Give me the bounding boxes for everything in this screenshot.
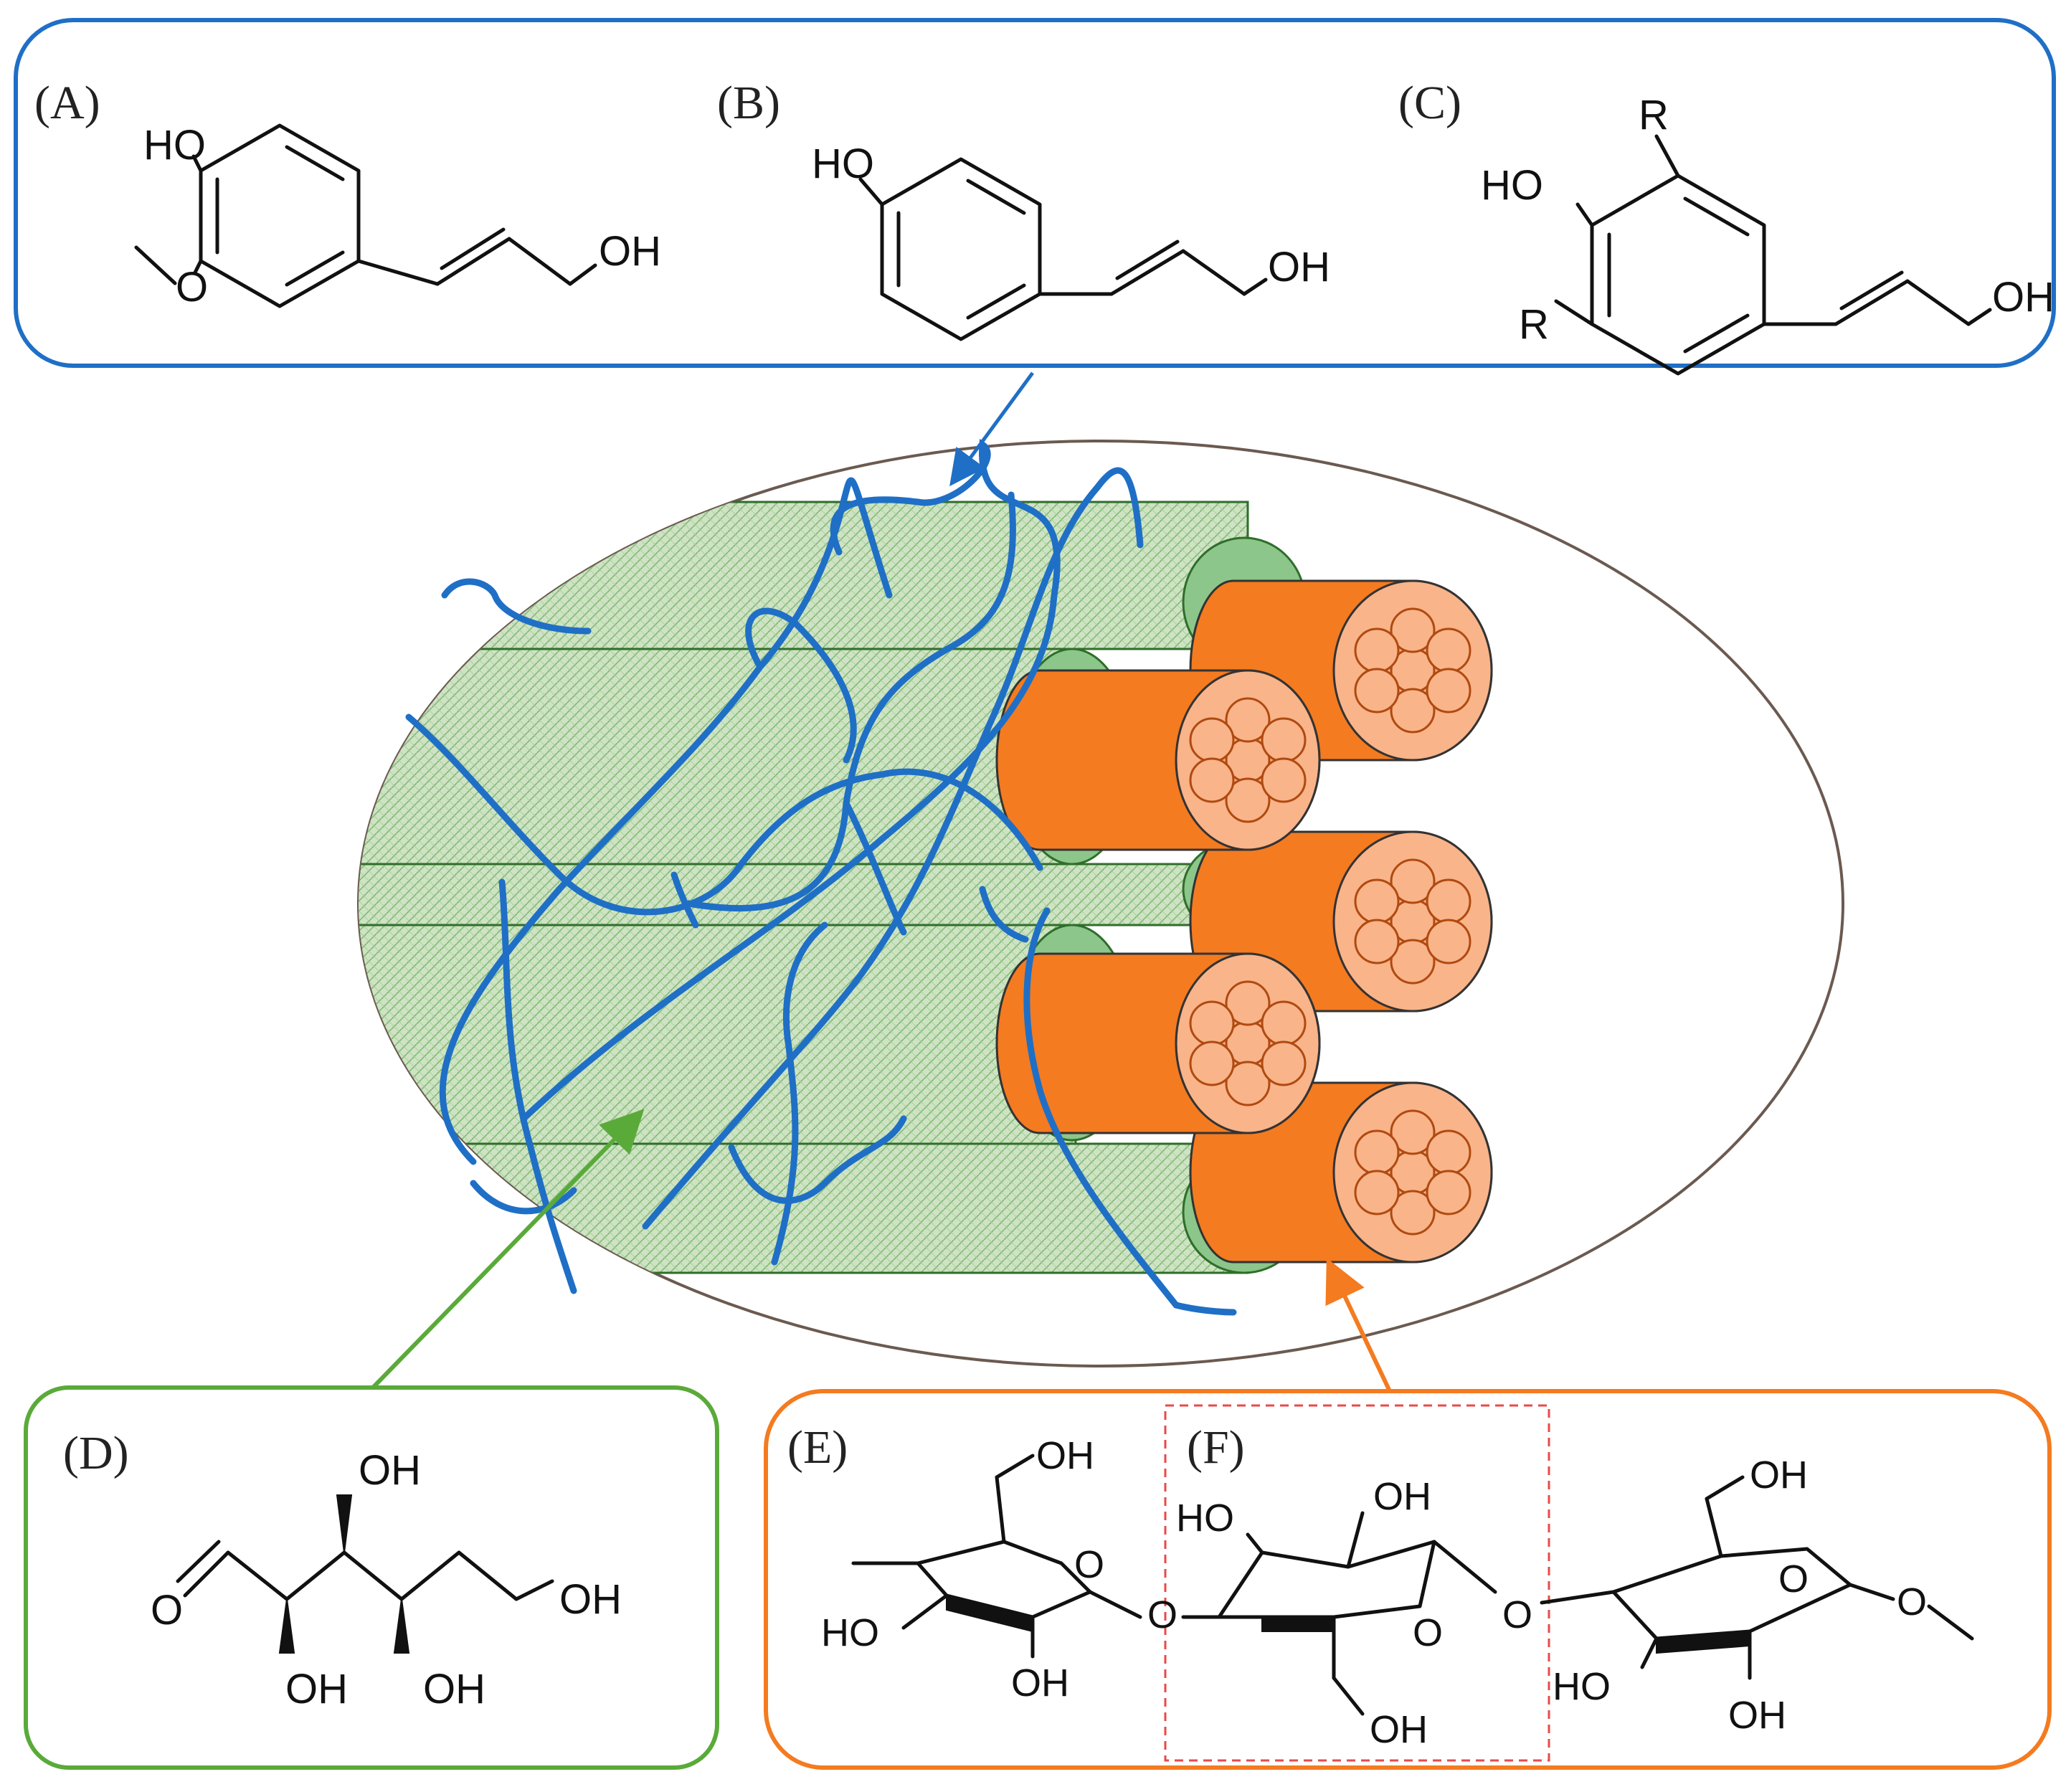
- microfibril-circle: [1426, 878, 1472, 924]
- atom-o-ring: O: [1413, 1611, 1443, 1654]
- panel-label-b: (B): [717, 77, 780, 129]
- microfibril-circle: [1390, 688, 1436, 734]
- atom-oh-top: OH: [1373, 1475, 1431, 1518]
- microfibril-circle: [1354, 1170, 1400, 1215]
- microfibril-circle: [1426, 919, 1472, 964]
- panel-label-d: (D): [63, 1427, 129, 1479]
- microfibril-circle: [1426, 1129, 1472, 1175]
- cellulose-fibrils: [995, 579, 1493, 1264]
- microfibril-circle: [1225, 1061, 1271, 1106]
- microfibril-circle: [1426, 627, 1472, 673]
- cell-wall-schematic: [357, 438, 1844, 1367]
- microfibril-circle: [1225, 777, 1271, 823]
- atom-oh-bottom-left: OH: [285, 1666, 348, 1712]
- hemicellulose-matrix: [359, 501, 1249, 1274]
- atom-o: O: [151, 1587, 183, 1634]
- atom-o-link: O: [1502, 1593, 1532, 1636]
- atom-oh-bottom: OH: [1011, 1661, 1069, 1705]
- repeat-unit-highlight: [1164, 1404, 1550, 1762]
- microfibril-circle: [1390, 607, 1436, 653]
- atom-o-ring: O: [1074, 1543, 1104, 1586]
- atom-oh-top: OH: [1750, 1454, 1808, 1497]
- microfibril-circle: [1390, 1109, 1436, 1155]
- microfibril-circle: [1390, 939, 1436, 985]
- structure-e: (E) OH O HO OH O: [787, 1421, 1177, 1705]
- structure-c: (C) R HO R OH: [1398, 77, 2055, 376]
- atom-ho-left: HO: [1553, 1665, 1611, 1708]
- atom-oh-top: OH: [1036, 1434, 1094, 1477]
- atom-oh: OH: [599, 228, 661, 275]
- microfibril-circle: [1354, 668, 1400, 714]
- microfibril-circle: [1354, 878, 1400, 924]
- atom-o-ring: O: [1778, 1558, 1809, 1601]
- atom-oh: OH: [1992, 274, 2055, 321]
- atom-oh-bottom: OH: [1370, 1708, 1428, 1751]
- hemicellulose-box: [24, 1385, 719, 1770]
- atom-ho: HO: [143, 122, 206, 169]
- panel-label-c: (C): [1398, 77, 1461, 129]
- lignin-box: [14, 18, 2056, 368]
- atom-o-methyl: O: [1897, 1580, 1927, 1623]
- arrow-cellulose: [1325, 1258, 1392, 1393]
- microfibril-circle: [1390, 858, 1436, 904]
- structure-b: (B) HO OH: [717, 77, 1330, 341]
- atom-r-top: R: [1639, 92, 1669, 138]
- atom-oh-top: OH: [359, 1447, 421, 1494]
- microfibril-circle: [1189, 757, 1235, 803]
- cellulose-fibril: [995, 669, 1321, 851]
- panel-label-a: (A): [34, 77, 100, 129]
- atom-ho-left: HO: [821, 1611, 879, 1654]
- microfibril-circle: [1354, 627, 1400, 673]
- microfibril-circle: [1354, 1129, 1400, 1175]
- microfibril-circle: [1426, 668, 1472, 714]
- microfibril-circle: [1261, 757, 1307, 803]
- lignin-chains: [405, 438, 1237, 1316]
- panel-label-e: (E): [787, 1421, 848, 1474]
- microfibril-circle: [1225, 980, 1271, 1026]
- atom-ho: HO: [1481, 162, 1543, 209]
- microfibril-circle: [1390, 1190, 1436, 1236]
- atom-oh-bottom: OH: [1728, 1694, 1786, 1737]
- microfibril-circle: [1189, 717, 1235, 763]
- atom-o-methoxy: O: [176, 264, 208, 310]
- atom-r-bottom: R: [1519, 301, 1549, 348]
- microfibril-circle: [1225, 697, 1271, 743]
- microfibril-circle: [1426, 1170, 1472, 1215]
- atom-ho: HO: [812, 141, 874, 187]
- atom-oh-right: OH: [559, 1576, 622, 1623]
- atom-ho: HO: [1176, 1497, 1234, 1540]
- structure-f: (F) HO OH O OH O: [1176, 1421, 1532, 1751]
- structure-glucose-right: OH O O HO OH: [1540, 1454, 1974, 1737]
- microfibril-circle: [1189, 1040, 1235, 1086]
- microfibril-circle: [1189, 1000, 1235, 1046]
- atom-oh-bottom-right: OH: [423, 1666, 485, 1712]
- microfibril-circle: [1261, 1040, 1307, 1086]
- structure-d: (D) O OH OH OH OH: [63, 1427, 622, 1712]
- microfibril-circle: [1261, 717, 1307, 763]
- arrow-lignin: [949, 371, 1035, 487]
- arrow-hemicellulose: [371, 1109, 645, 1390]
- microfibril-circle: [1354, 919, 1400, 964]
- microfibrils: [1189, 607, 1472, 1236]
- microfibril-circle: [1261, 1000, 1307, 1046]
- structure-a: (A) HO O OH: [34, 77, 661, 310]
- atom-o-link: O: [1147, 1593, 1177, 1636]
- atom-oh: OH: [1268, 244, 1330, 290]
- panel-label-f: (F): [1187, 1421, 1245, 1474]
